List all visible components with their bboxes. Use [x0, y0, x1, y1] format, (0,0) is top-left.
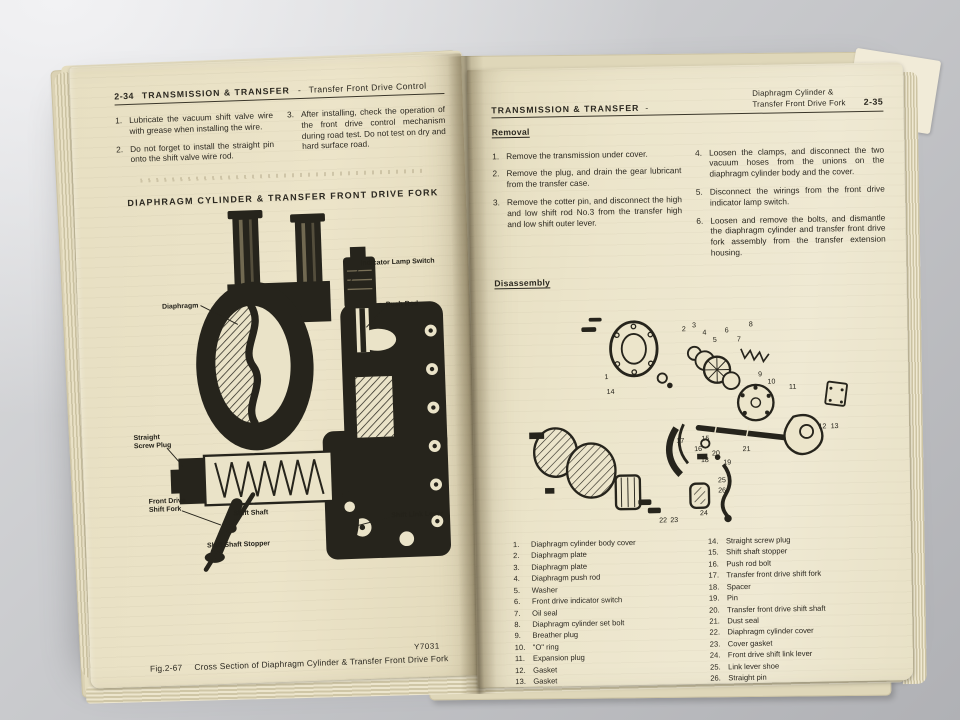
part-index-text: 17: [676, 438, 684, 445]
left-page: 2-34 TRANSMISSION & TRANSFER - Transfer …: [69, 53, 483, 689]
diag-label-text: Diaphragm: [162, 303, 199, 311]
instruction-column-2: 3.After installing, check the operation …: [287, 104, 447, 167]
part-index-text: 10: [767, 378, 775, 385]
page-number: 2-34: [114, 90, 135, 102]
spring-chamber-part: [202, 450, 343, 507]
right-page-header: TRANSMISSION & TRANSFER - Diaphragm Cyli…: [491, 86, 884, 119]
figure-number: Fig.2-67: [149, 662, 183, 674]
exploded-view-diagram: 1142345678910111213151617181920212223242…: [529, 317, 848, 524]
diag-label-text: Shift Link Lever: [391, 511, 444, 520]
procedure-step: 4.Loosen the clamps, and disconnect the …: [695, 144, 885, 179]
fork-lever-parts: [638, 423, 732, 522]
figure-footer: Y7031 Fig.2-67 Cross Section of Diaphrag…: [134, 641, 465, 675]
instruction-columns: 1.Lubricate the vacuum shift valve wire …: [115, 104, 447, 173]
removal-column-1: 1.Remove the transmission under cover. 2.…: [492, 148, 683, 269]
part-index-text: 25: [718, 477, 726, 484]
print-bleed-row: [140, 168, 425, 183]
procedure-step: 2.Remove the plug, and drain the gear lu…: [492, 165, 682, 190]
removal-heading: Removal: [491, 126, 530, 138]
part-index-text: 22: [659, 517, 667, 524]
procedure-step: 1.Remove the transmission under cover.: [492, 148, 648, 162]
left-page-content: 2-34 TRANSMISSION & TRANSFER - Transfer …: [69, 53, 482, 688]
part-index-text: 12: [819, 423, 827, 430]
cylinder-body-part: [529, 426, 642, 511]
right-page: TRANSMISSION & TRANSFER - Diaphragm Cyli…: [466, 62, 914, 688]
screw-plug-part: [170, 457, 206, 505]
part-index-text: 4: [702, 329, 706, 336]
part-index-text: 14: [607, 389, 615, 396]
right-page-content: TRANSMISSION & TRANSFER - Diaphragm Cyli…: [467, 62, 914, 688]
part-index-text: 5: [713, 337, 717, 344]
indicator-lamp-switch-part: [342, 246, 377, 309]
diaphragm-housing: [196, 281, 332, 451]
header-right-block: Diaphragm Cylinder & Transfer Front Driv…: [752, 87, 883, 111]
chapter-subtitle: Transfer Front Drive Control: [308, 80, 427, 95]
instruction-column-1: 1.Lubricate the vacuum shift valve wire …: [115, 110, 275, 173]
disassembly-heading: Disassembly: [494, 277, 551, 289]
chapter-subtitle: Transfer Front Drive Fork: [752, 98, 846, 110]
procedure-step: 3.Remove the cotter pin, and disconnect …: [492, 194, 683, 229]
procedure-step: 3.After installing, check the operation …: [286, 103, 446, 152]
part-index-text: 1: [604, 374, 608, 381]
part-index-text: 13: [831, 423, 839, 430]
part-index-text: 8: [749, 321, 753, 328]
part-index-text: 21: [743, 446, 751, 453]
part-index-text: 3: [692, 322, 696, 329]
diag-label-text: Shift Shaft: [233, 509, 269, 517]
part-index-text: 9: [758, 371, 762, 378]
part-index-text: 24: [700, 510, 708, 517]
removal-column-2: 4.Loosen the clamps, and disconnect the …: [695, 144, 886, 265]
diag-label-text: Front DriveShift Fork: [149, 498, 187, 515]
part-index-text: 16: [694, 446, 702, 453]
left-page-header: 2-34 TRANSMISSION & TRANSFER - Transfer …: [114, 79, 445, 106]
leader-lines: [166, 268, 390, 567]
part-index-text: 7: [737, 336, 741, 343]
diag-label-text: Shift Shaft Stopper: [207, 540, 270, 549]
part-index-text: 19: [723, 459, 731, 466]
header-dash: -: [297, 84, 301, 96]
header-dash: -: [645, 102, 649, 113]
cover-part: [581, 317, 659, 377]
chapter-title: TRANSMISSION & TRANSFER: [141, 85, 291, 101]
header-subline: Transfer Front Drive Fork 2-35: [752, 97, 883, 111]
procedure-step: 2.Do not forget to install the straight …: [115, 138, 275, 165]
removal-columns: 1.Remove the transmission under cover. 2.…: [492, 144, 886, 269]
plates-and-discs: [656, 345, 775, 422]
procedure-step: 1.Lubricate the vacuum shift valve wire …: [114, 109, 274, 136]
part-index-text: 18: [701, 457, 709, 464]
part-index-text: 6: [725, 327, 729, 334]
extension-bracket-part: [783, 380, 848, 455]
transfer-housing: [322, 301, 452, 560]
open-book: 2-34 TRANSMISSION & TRANSFER - Transfer …: [50, 26, 942, 704]
part-index-text: 15: [701, 435, 709, 442]
shift-shaft-part: [695, 422, 788, 440]
diag-label-text: Push Rod: [386, 300, 419, 308]
chapter-title: TRANSMISSION & TRANSFER: [491, 102, 640, 116]
push-rod-part: [355, 308, 370, 353]
procedure-step: 6.Loosen and remove the bolts, and disma…: [696, 212, 886, 258]
part-index-text: 26: [718, 487, 726, 494]
cylinder-tubes: [227, 210, 326, 300]
part-index-text: 11: [789, 384, 797, 391]
procedure-step: 5.Disconnect the wirings from the front …: [695, 183, 885, 208]
part-index-text: 2: [682, 326, 686, 333]
part-index-text: 23: [670, 517, 678, 524]
page-number: 2-35: [863, 96, 884, 108]
diag-label-text: StraightScrew Plug: [133, 434, 171, 451]
diag-label-text: Indicator Lamp Switch: [360, 258, 434, 268]
part-index-text: 20: [712, 450, 720, 457]
